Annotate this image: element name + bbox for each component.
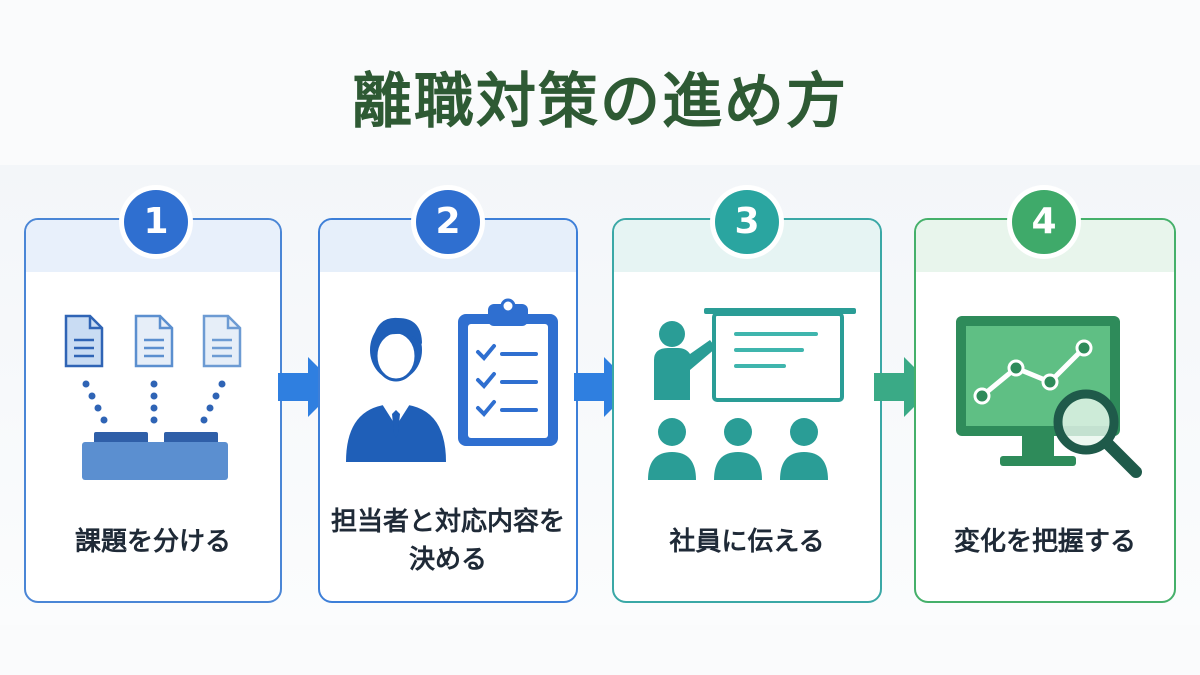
step-label: 課題を分ける <box>74 527 231 557</box>
step-number-badge: 3 <box>715 190 779 254</box>
step-card-1: 課題を分ける <box>24 218 282 603</box>
step-number-badge: 1 <box>124 190 188 254</box>
step-label-line-2: 決める <box>408 545 487 575</box>
step-number-badge: 4 <box>1012 190 1076 254</box>
step-label: 社員に伝える <box>669 527 825 557</box>
page-title: 離職対策の進め方 <box>352 67 848 137</box>
step-card-3: 社員に伝える <box>612 218 882 603</box>
step-number-badge: 2 <box>416 190 480 254</box>
step-label-line-1: 担当者と対応内容を <box>330 507 565 537</box>
step-card-4: 変化を把握する <box>914 218 1176 603</box>
step-label: 変化を把握する <box>953 527 1136 557</box>
document-sort-icon <box>64 314 242 480</box>
presentation-icon <box>648 308 856 480</box>
step-card-2: 担当者と対応内容を 決める <box>318 218 578 603</box>
monitor-analytics-icon <box>956 316 1142 478</box>
person-clipboard-icon <box>346 298 558 462</box>
